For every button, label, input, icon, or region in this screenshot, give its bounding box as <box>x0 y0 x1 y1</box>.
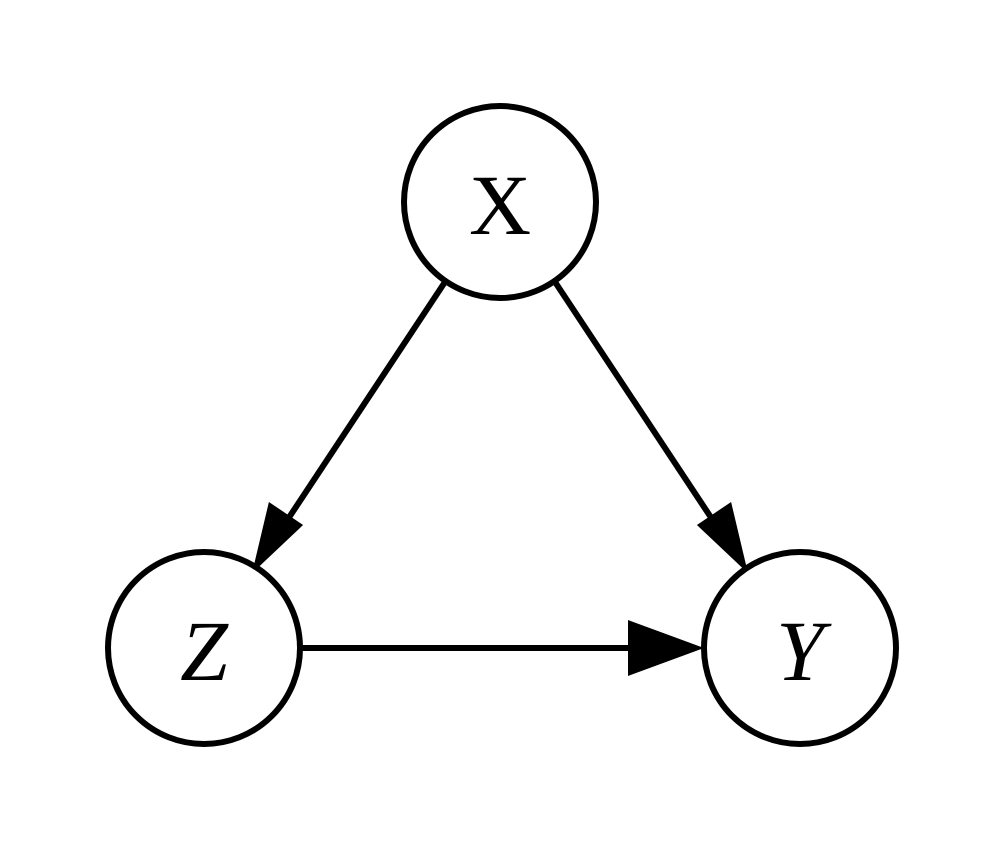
edge-z-to-y[interactable] <box>300 620 704 676</box>
node-x[interactable]: X <box>401 103 599 301</box>
node-y[interactable]: Y <box>701 549 899 747</box>
node-y-circle <box>701 549 899 747</box>
node-z[interactable]: Z <box>105 549 303 747</box>
edge-x-to-y[interactable] <box>551 279 748 574</box>
edge-z-to-y-arrowhead-icon <box>628 620 704 676</box>
edge-x-to-y-line <box>551 279 715 522</box>
node-z-circle <box>105 549 303 747</box>
node-y-label: Y <box>776 603 832 699</box>
edge-x-to-y-arrowhead-icon <box>696 502 748 574</box>
node-x-label: X <box>469 157 531 253</box>
edge-x-to-z-line <box>285 279 449 522</box>
node-x-circle <box>401 103 599 301</box>
edge-x-to-z[interactable] <box>252 279 449 574</box>
node-group: X Z Y <box>105 103 899 747</box>
edge-x-to-z-arrowhead-icon <box>252 502 304 574</box>
node-z-label: Z <box>180 603 229 699</box>
edge-group <box>252 279 748 676</box>
